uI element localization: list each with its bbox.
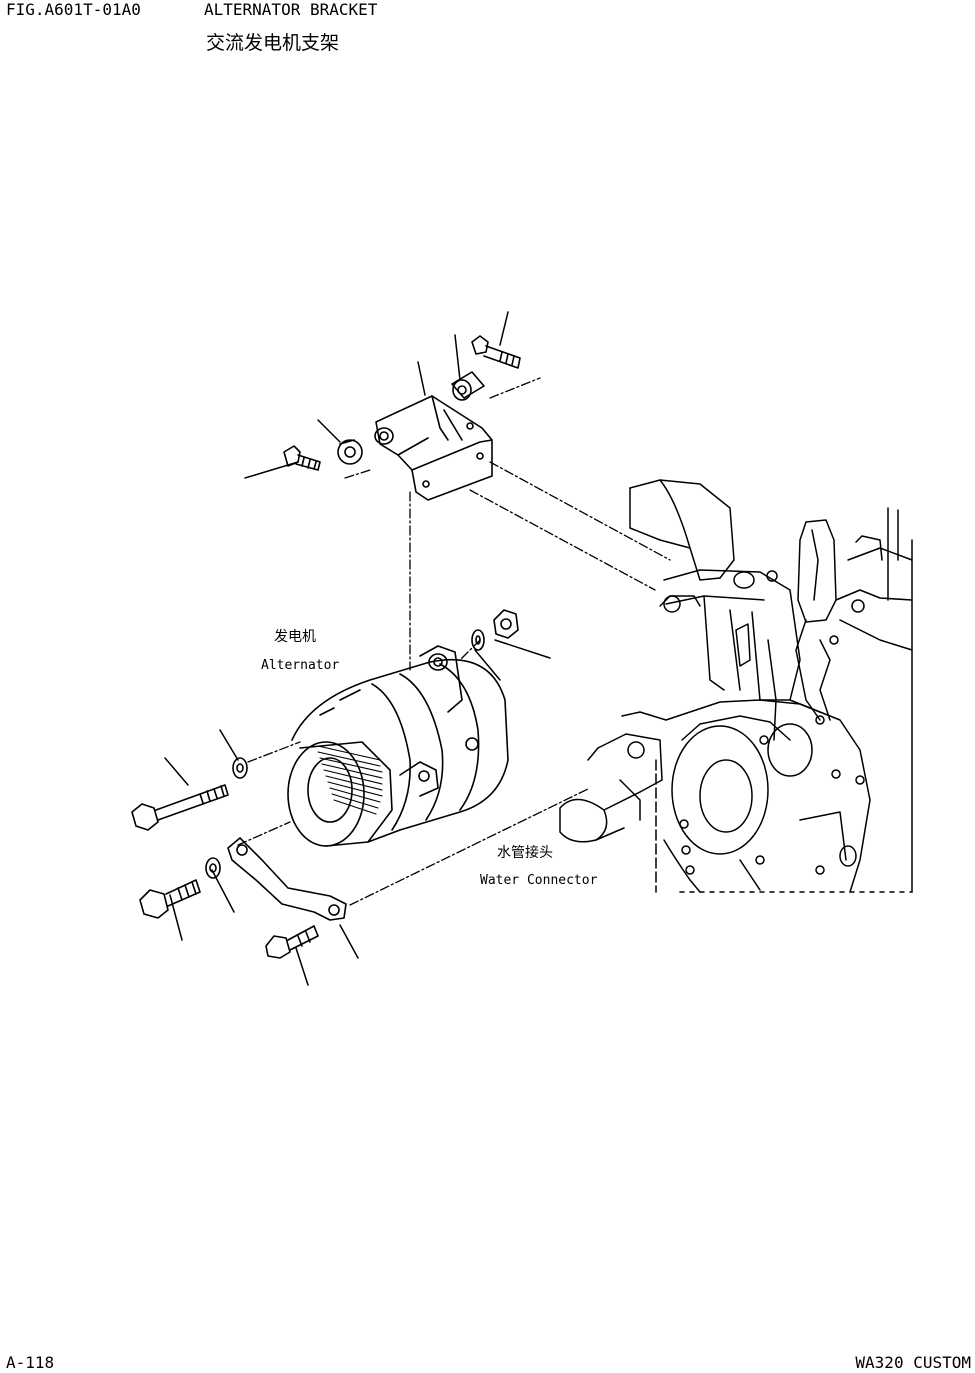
model-name: WA320 CUSTOM	[855, 1353, 971, 1372]
alternator	[288, 646, 508, 846]
engine-block	[560, 480, 912, 892]
label-alternator-chinese: 发电机	[274, 629, 316, 645]
spacer-collar-left	[338, 440, 362, 464]
title-english: ALTERNATOR BRACKET	[204, 0, 378, 19]
page-number: A-118	[6, 1353, 55, 1372]
washer-long-bolt	[233, 758, 247, 778]
label-water-connector-chinese: 水管接头	[497, 845, 553, 861]
spacer-collar-right	[452, 372, 484, 400]
label-alternator-english: Alternator	[261, 658, 340, 673]
bolt-long	[132, 785, 228, 830]
bolt-lower-left	[140, 880, 200, 918]
washer-upper	[472, 630, 484, 650]
bolt-lower-small	[266, 926, 318, 958]
hex-nut	[494, 610, 518, 638]
alternator-bracket	[375, 396, 492, 500]
figure-number: FIG.A601T-01A0	[6, 0, 141, 19]
assembly-lines	[238, 378, 670, 905]
title-chinese: 交流发电机支架	[206, 32, 340, 54]
washer-lower	[206, 858, 220, 878]
bolt-upper-left	[284, 446, 320, 470]
adjusting-strap	[228, 838, 346, 920]
label-water-connector-english: Water Connector	[480, 873, 598, 888]
bolt-upper-right	[472, 336, 520, 368]
